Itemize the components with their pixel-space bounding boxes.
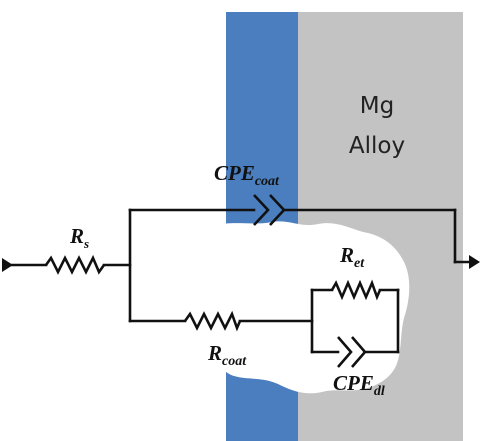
substrate-label-mg: Mg <box>360 93 394 119</box>
circuit-wires <box>8 208 472 354</box>
rs-resistor <box>44 254 106 275</box>
label-cpe-dl: CPEdl <box>333 371 385 399</box>
ret-resistor <box>330 279 382 301</box>
cpe-coat-element <box>253 194 286 226</box>
rcoat-resistor <box>183 310 242 332</box>
substrate-label-alloy: Alloy <box>349 133 405 159</box>
output-terminal-arrow <box>469 255 480 269</box>
label-r-coat: Rcoat <box>207 341 247 369</box>
label-r-et: Ret <box>339 243 365 271</box>
input-terminal-arrow <box>2 258 13 272</box>
cpe-dl-element <box>337 336 367 368</box>
label-cpe-coat: CPEcoat <box>214 161 280 189</box>
label-rs: Rs <box>69 224 89 251</box>
